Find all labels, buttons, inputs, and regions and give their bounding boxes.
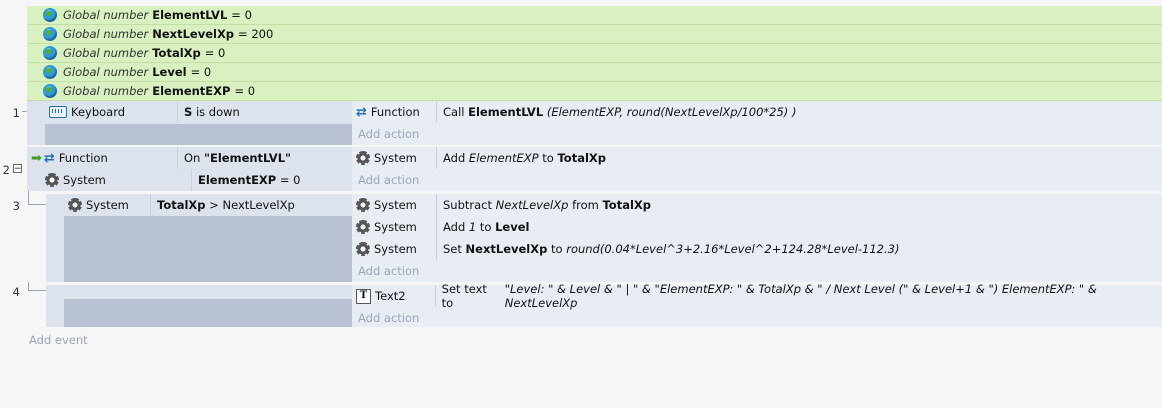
condition-text: S is down (177, 101, 240, 123)
text-object-icon: T (356, 288, 371, 304)
add-action-link[interactable]: Add action (358, 311, 420, 325)
action-text: Add 1 to Level (436, 216, 529, 238)
globe-icon (43, 27, 57, 41)
gear-icon (45, 173, 59, 187)
tree-line (22, 111, 28, 112)
add-action-link[interactable]: Add action (358, 127, 420, 141)
global-var-value: = 0 (234, 84, 256, 98)
condition-text: On "ElementLVL" (177, 147, 291, 169)
action-object: ⇄ Function (356, 104, 420, 120)
event-number: 1 (12, 106, 20, 120)
trigger-arrow-icon: ➡ (31, 150, 42, 166)
action-text: Subtract NextLevelXp from TotalXp (436, 194, 651, 216)
action-row[interactable]: System Add ElementEXP to TotalXp (352, 147, 1162, 169)
global-var-row[interactable]: Global number NextLevelXp = 200 (27, 25, 1162, 44)
condition-row[interactable]: System ElementEXP = 0 (27, 169, 352, 191)
action-row[interactable]: System Subtract NextLevelXp from TotalXp (352, 194, 1162, 216)
condition-object: Keyboard (45, 105, 177, 119)
global-var-row[interactable]: Global number ElementEXP = 0 (27, 82, 1162, 101)
global-var-prefix: Global number (63, 46, 149, 60)
global-var-value: = 200 (238, 27, 274, 41)
condition-text: TotalXp > NextLevelXp (150, 194, 295, 216)
global-var-value: = 0 (190, 65, 212, 79)
condition-text: ElementEXP = 0 (191, 169, 300, 191)
event-number: 3 (12, 199, 20, 213)
action-row[interactable]: System Set NextLevelXp to round(0.04*Lev… (352, 238, 1162, 260)
gear-icon (356, 198, 370, 212)
action-text: Set NextLevelXp to round(0.04*Level^3+2.… (436, 238, 899, 260)
action-row[interactable]: T Text2 Set text to "Level: " & Level & … (352, 282, 1162, 310)
global-var-name: Level (152, 65, 187, 79)
event-4-actions (352, 285, 1162, 327)
action-object: System (352, 151, 436, 165)
condition-row[interactable]: ➡ ⇄ Function On "ElementLVL" (27, 147, 352, 169)
globe-icon (43, 46, 57, 60)
action-text: Call ElementLVL (ElementEXP, round(NextL… (436, 101, 796, 123)
event-3-condition-filler (64, 216, 352, 282)
global-var-prefix: Global number (63, 84, 149, 98)
event-1-actions (352, 101, 1162, 145)
action-object: T Text2 (352, 288, 435, 304)
gear-icon (356, 242, 370, 256)
event-2-actions (352, 147, 1162, 191)
action-object: System (352, 242, 436, 256)
global-var-row[interactable]: Global number Level = 0 (27, 63, 1162, 82)
gear-icon (68, 198, 82, 212)
global-var-value: = 0 (231, 8, 252, 22)
condition-object: System (64, 198, 150, 212)
global-var-row[interactable]: Global number ElementLVL = 0 (27, 6, 1162, 25)
condition-object: System (27, 173, 191, 187)
globe-icon (43, 65, 57, 79)
event-1-condition-filler (45, 124, 352, 145)
globe-icon (43, 84, 57, 98)
collapse-toggle[interactable]: − (13, 164, 22, 174)
event-3-actions (352, 194, 1162, 282)
global-var-row[interactable]: Global number TotalXp = 0 (27, 44, 1162, 63)
action-object: System (352, 198, 436, 212)
global-var-name: ElementEXP (152, 84, 231, 98)
add-event-link[interactable]: Add event (29, 333, 88, 347)
global-var-prefix: Global number (63, 65, 149, 79)
action-row[interactable]: ⇄ Function Call ElementLVL (ElementEXP, … (352, 101, 1162, 123)
event-2-conditions[interactable] (27, 147, 352, 191)
add-action-link[interactable]: Add action (358, 173, 420, 187)
action-text: Add ElementEXP to TotalXp (436, 147, 606, 169)
action-text: Set text to "Level: " & Level & " | " & … (434, 282, 1162, 310)
action-object: System (352, 220, 436, 234)
gear-icon (356, 151, 370, 165)
condition-object: ➡ ⇄ Function (31, 150, 108, 166)
globe-icon (43, 8, 57, 22)
tree-line (28, 282, 46, 291)
global-var-name: ElementLVL (152, 8, 228, 22)
tree-line (28, 191, 46, 205)
global-var-name: NextLevelXp (152, 27, 235, 41)
action-row[interactable]: System Add 1 to Level (352, 216, 1162, 238)
gear-icon (356, 220, 370, 234)
add-action-link[interactable]: Add action (358, 264, 420, 278)
global-var-name: TotalXp (152, 46, 201, 60)
global-var-value: = 0 (204, 46, 226, 60)
event-number: 4 (12, 285, 20, 299)
condition-row[interactable]: Keyboard S is down (45, 101, 352, 123)
global-var-prefix: Global number (63, 8, 149, 22)
global-var-prefix: Global number (63, 27, 149, 41)
function-icon: ⇄ (43, 150, 55, 166)
event-number: 2 (2, 163, 10, 177)
function-icon: ⇄ (356, 104, 367, 120)
event-4-condition-filler (64, 299, 352, 327)
condition-row[interactable]: System TotalXp > NextLevelXp (64, 194, 352, 216)
keyboard-icon (49, 106, 67, 118)
